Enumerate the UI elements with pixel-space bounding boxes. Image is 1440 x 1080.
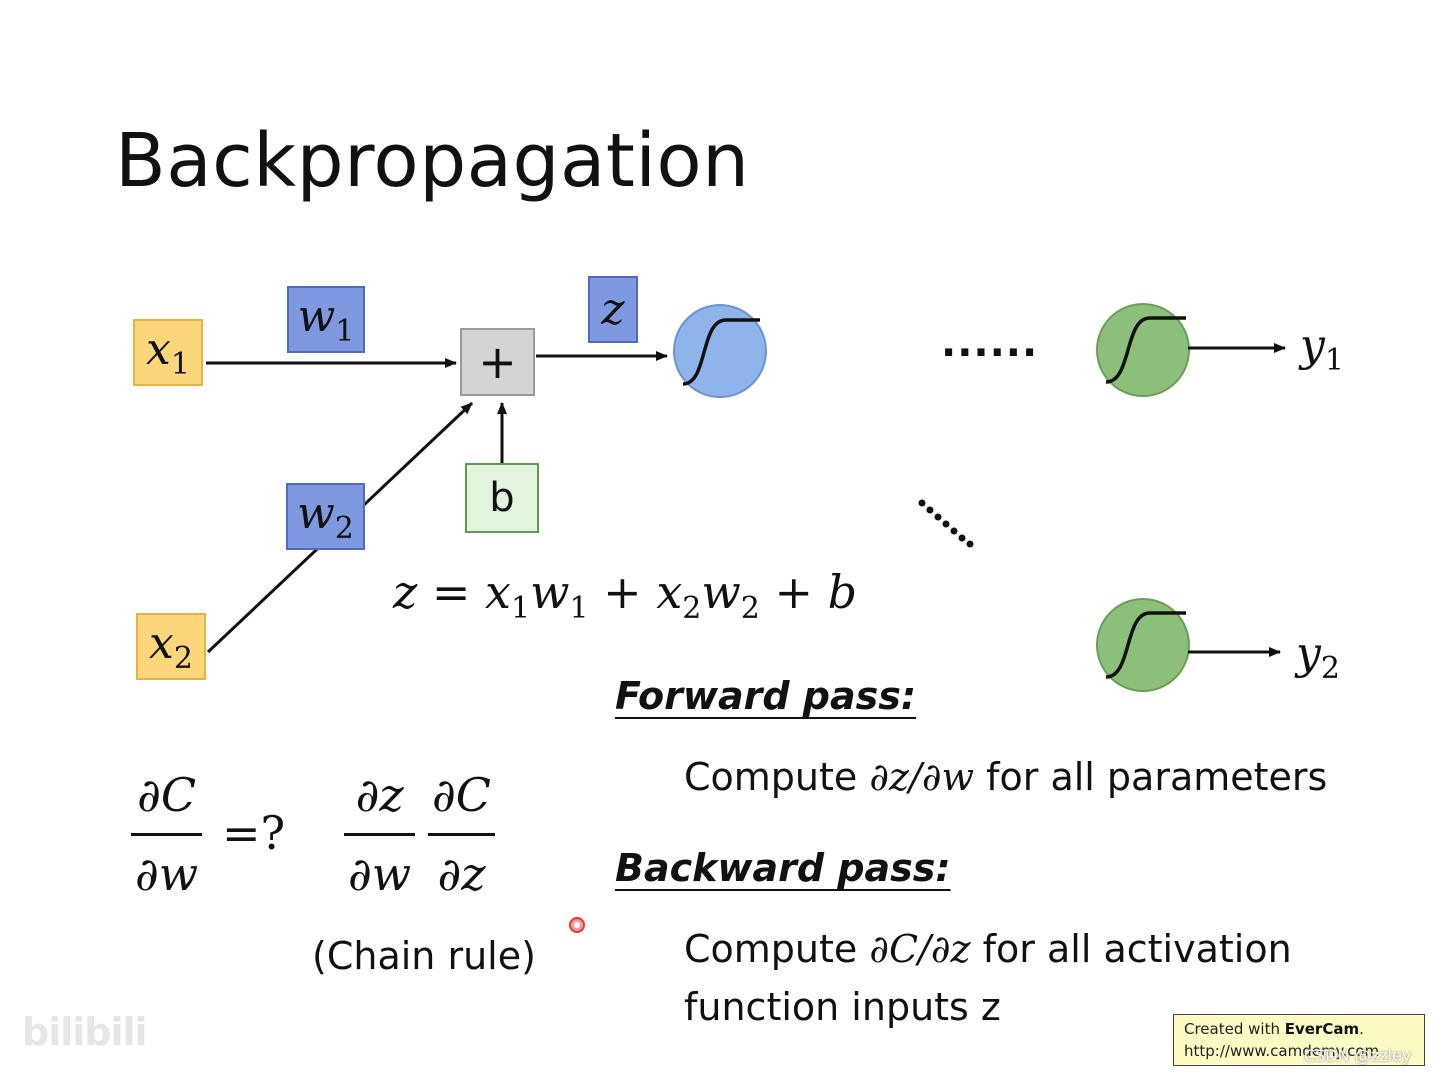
page-title: Backpropagation [115, 118, 750, 204]
weight-w2: w2 [286, 483, 365, 550]
backward-pass-heading: Backward pass: [615, 846, 951, 890]
chain-rule-label: (Chain rule) [312, 934, 536, 978]
backward-pass-text: Compute ∂C/∂z for all activation functio… [684, 927, 1292, 1029]
output-y2: y2 [1296, 628, 1340, 686]
sum-node: + [460, 328, 535, 396]
weighted-sum-equation: z = x1w1 + x2w2 + b [393, 565, 858, 626]
weight-w1: w1 [287, 286, 365, 353]
z-label: z [588, 276, 638, 343]
output-neuron-2 [1096, 598, 1190, 692]
chain-fraction-dz-dw: ∂z ∂w [344, 765, 416, 904]
input-x2: x2 [136, 613, 206, 680]
ellipsis-dots: ...... [941, 320, 1039, 366]
derivative-dc-dw: ∂C ∂w [131, 765, 203, 904]
output-y1: y1 [1300, 320, 1344, 378]
diagonal-dots [918, 499, 974, 548]
output-neuron-1 [1096, 303, 1190, 397]
forward-pass-text: Compute ∂z/∂w for all parameters [684, 755, 1328, 799]
evercam-watermark: Created with EverCam. http://www.camdemy… [1173, 1014, 1425, 1066]
bias-box: b [465, 463, 539, 533]
chain-fraction-dc-dz: ∂C ∂z [428, 765, 495, 904]
csdn-watermark: CSDN @zzley [1304, 1046, 1412, 1065]
forward-pass-heading: Forward pass: [615, 674, 917, 718]
derivative-question: =? [222, 806, 286, 860]
input-x1: x1 [133, 319, 203, 386]
cursor-indicator [569, 917, 585, 933]
sigmoid-neuron [673, 304, 767, 398]
bilibili-watermark: bilibili [22, 1010, 148, 1054]
